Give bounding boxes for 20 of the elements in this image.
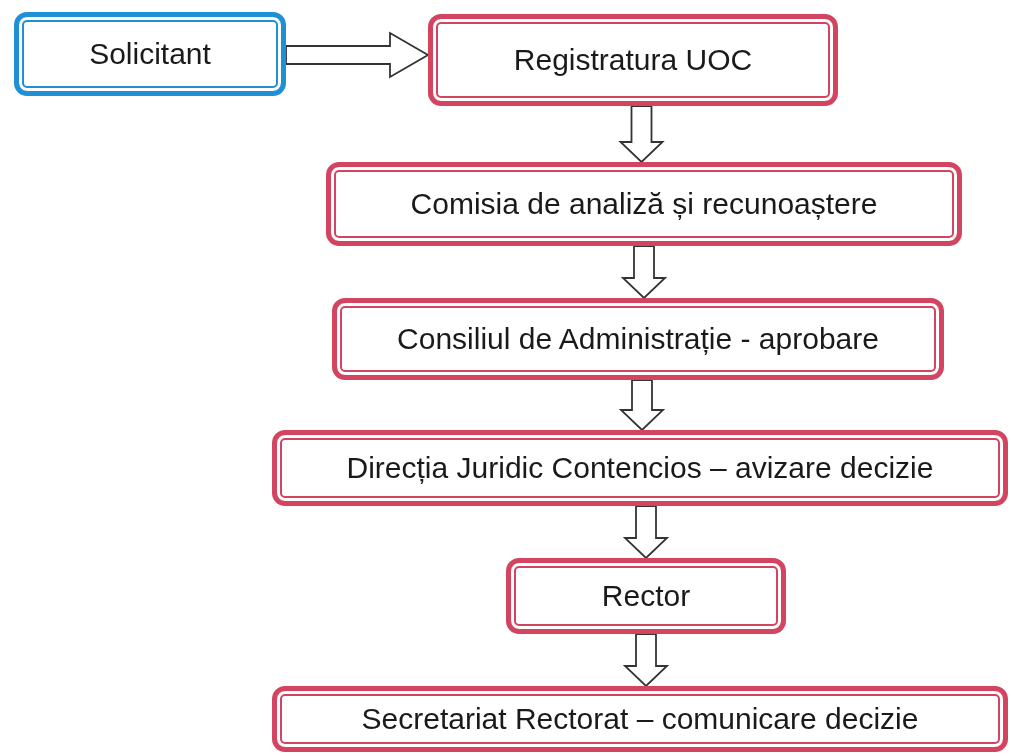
- process-box: [14, 12, 286, 96]
- box-label: Secretariat Rectorat – comunicare decizie: [361, 702, 919, 736]
- process-box: [326, 162, 962, 246]
- box-label: Direcția Juridic Contencios – avizare decizie: [346, 451, 934, 485]
- block-arrow: [618, 379, 666, 432]
- box-label: Registratura UOC: [513, 43, 753, 77]
- box-label: Consiliul de Administrație - aprobare: [397, 322, 879, 356]
- process-box: [428, 14, 838, 106]
- box-label: Solicitant: [89, 37, 211, 71]
- block-arrow: [620, 245, 668, 300]
- process-box: [332, 298, 944, 380]
- block-arrow: [618, 105, 665, 164]
- process-box: [506, 558, 786, 634]
- block-arrow: [622, 505, 670, 560]
- box-label: Comisia de analiză și recunoaștere: [410, 187, 878, 221]
- block-arrow: [285, 31, 430, 79]
- block-arrow: [622, 633, 670, 688]
- process-box: [272, 430, 1008, 506]
- box-label: Rector: [601, 579, 691, 613]
- process-box: [272, 686, 1008, 752]
